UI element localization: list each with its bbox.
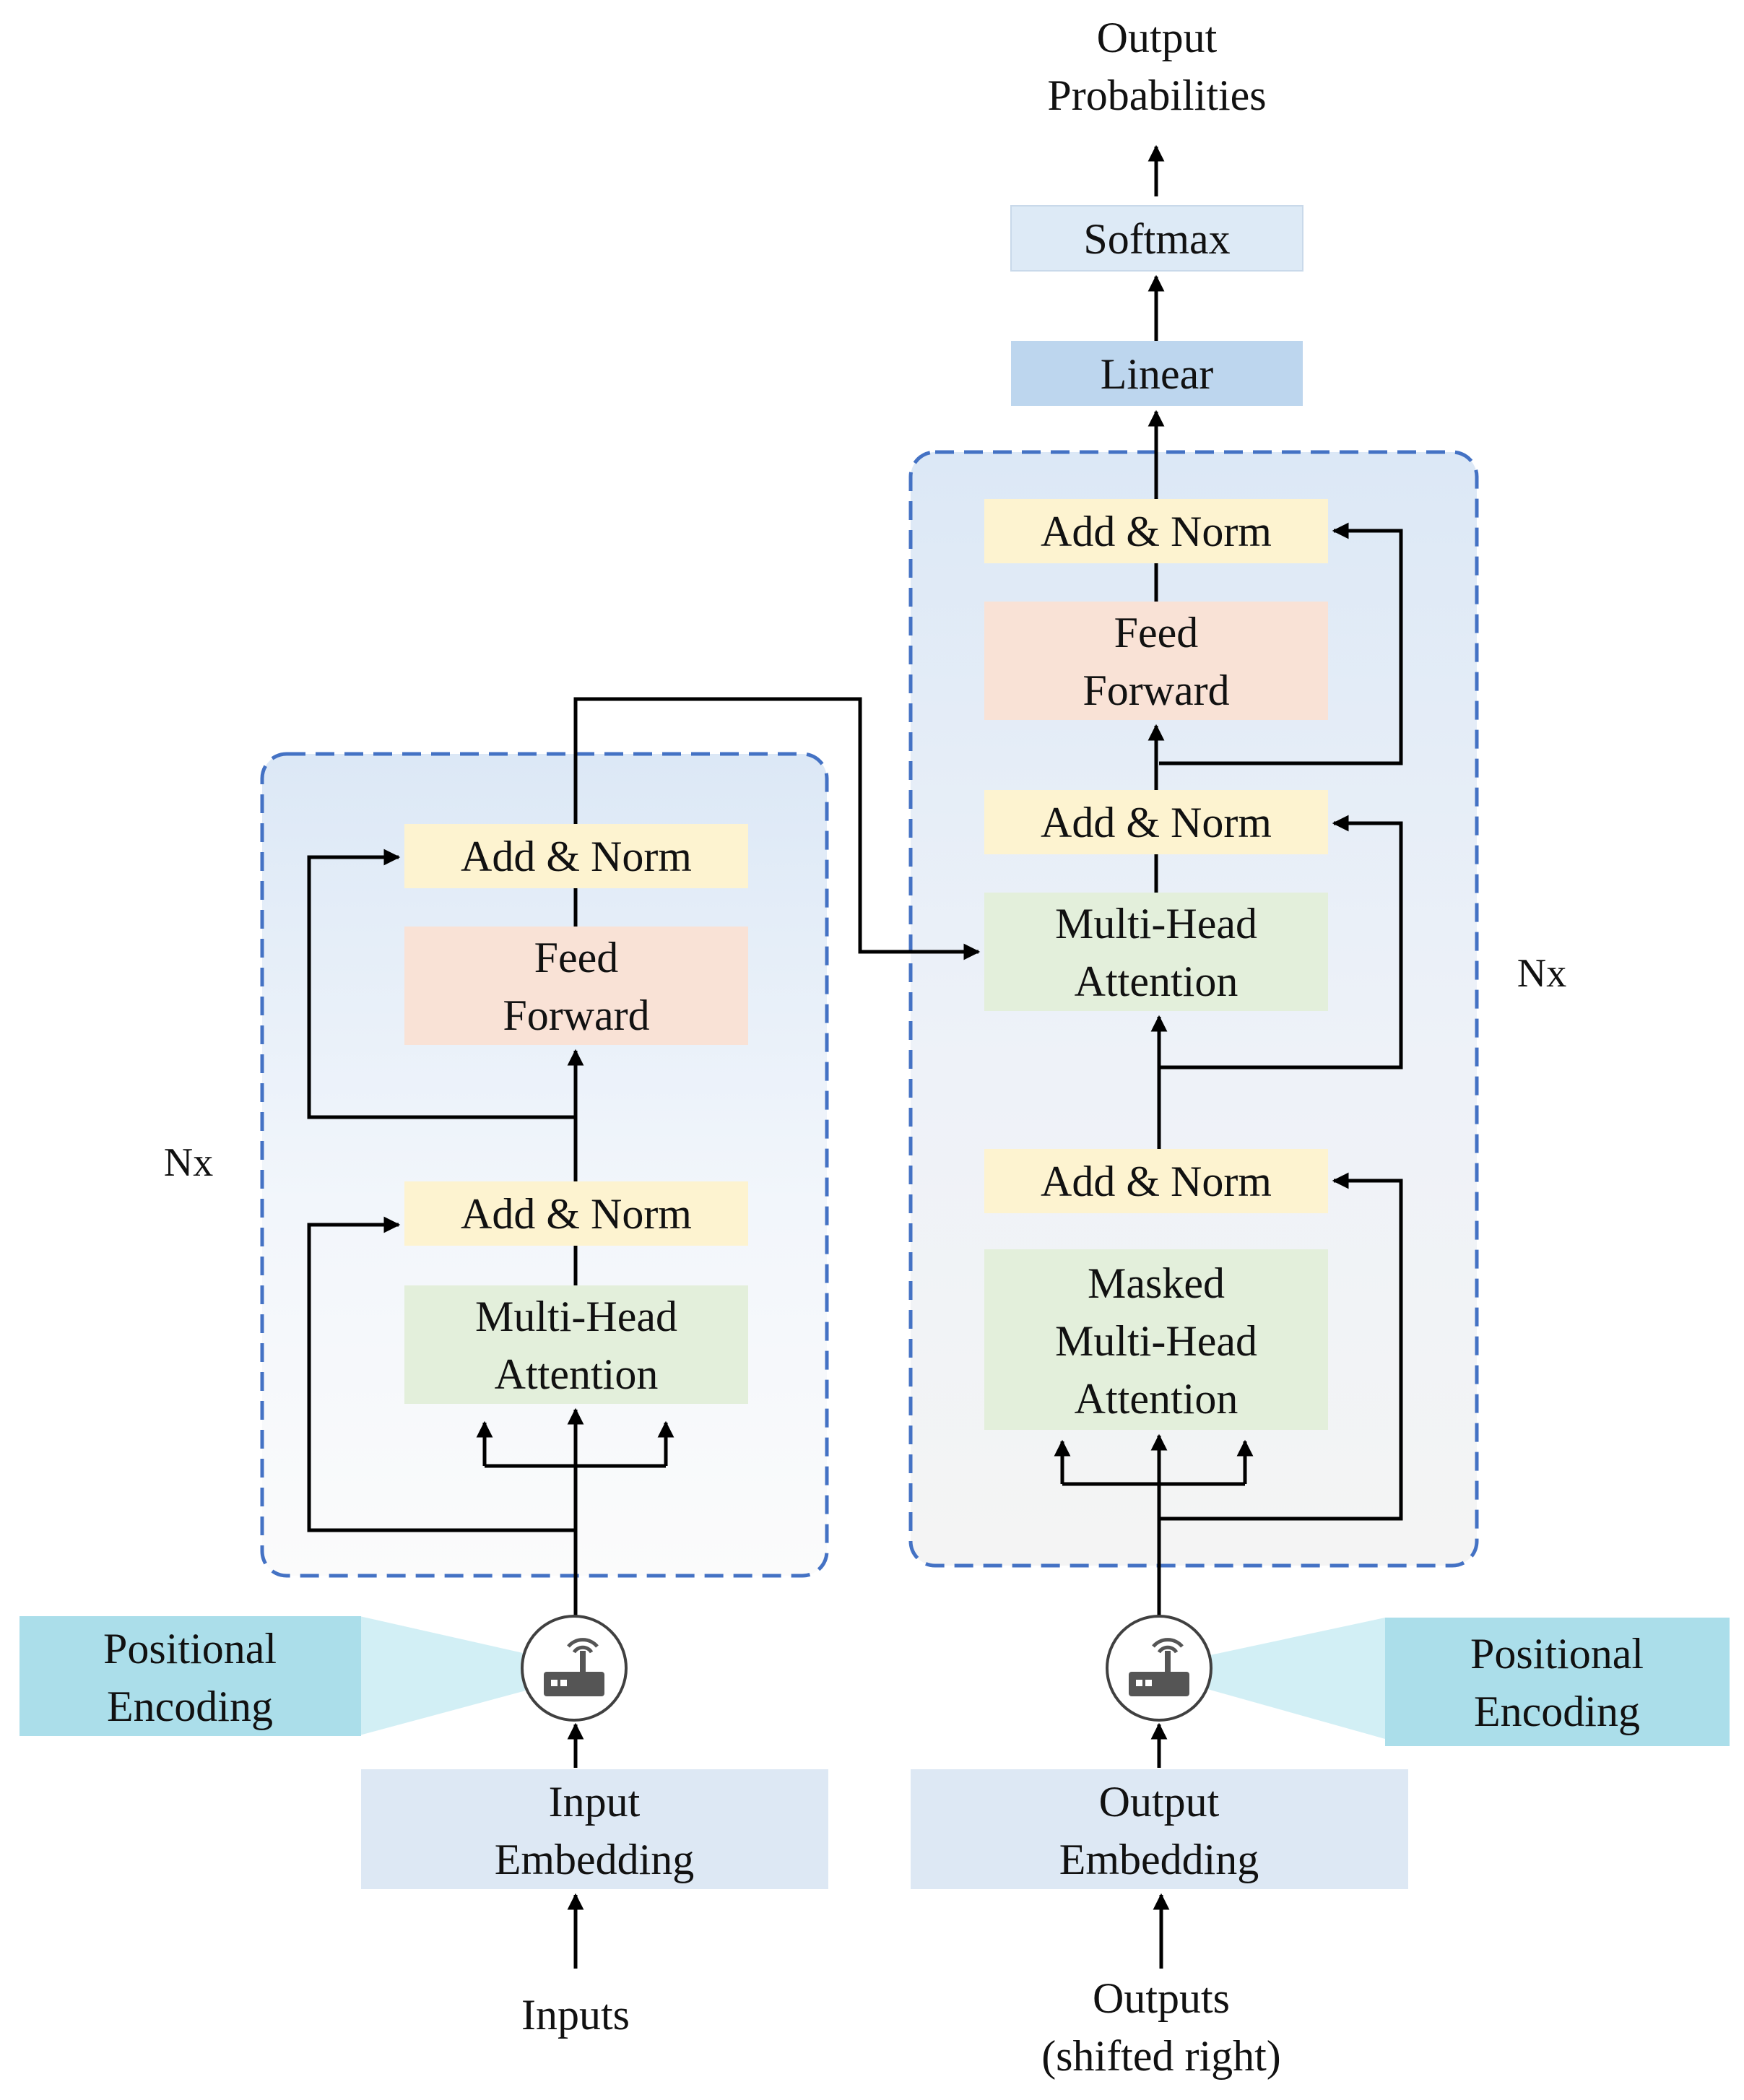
decoder-add-norm-middle-label: Add & Norm: [1041, 799, 1272, 846]
decoder-add-norm-middle: Add & Norm: [984, 790, 1328, 854]
router-icon: [1106, 1615, 1212, 1722]
encoder-feed-forward: Feed Forward: [404, 927, 748, 1045]
decoder-add-norm-bottom: Add & Norm: [984, 1149, 1328, 1213]
encoder-positional-encoding: Positional Encoding: [19, 1616, 361, 1736]
encoder-multi-head-attention: Multi-Head Attention: [404, 1285, 748, 1404]
output-embedding-label: Embedding: [1059, 1836, 1259, 1883]
input-embedding-label: Input: [549, 1778, 641, 1826]
residual-connector: [307, 1216, 576, 1532]
encoder-feed-forward-label: Forward: [503, 992, 649, 1039]
encoder-attention-label: Multi-Head: [475, 1293, 677, 1340]
outputs-label: (shifted right): [1041, 2032, 1281, 2080]
decoder-add-norm-top-label: Add & Norm: [1041, 508, 1272, 555]
residual-connector: [1159, 1172, 1403, 1521]
encoder-repeat-label: Nx: [164, 1140, 213, 1185]
decoder-positional-beam: [1166, 1618, 1385, 1739]
router-icon: [521, 1615, 628, 1722]
residual-connector: [1159, 522, 1403, 765]
encoder-attention-label: Attention: [495, 1350, 659, 1398]
output-embedding: Output Embedding: [911, 1769, 1408, 1889]
decoder-positional-encoding-label: Positional: [1470, 1630, 1644, 1678]
input-embedding-label: Embedding: [495, 1836, 695, 1883]
residual-connector: [307, 849, 576, 1119]
decoder-masked-multi-head-attention: Masked Multi-Head Attention: [984, 1249, 1328, 1430]
linear-layer: Linear: [1011, 341, 1303, 406]
decoder-add-norm-bottom-label: Add & Norm: [1041, 1158, 1272, 1205]
encoder-to-decoder-connector: [573, 697, 981, 960]
decoder-feed-forward-label: Forward: [1083, 667, 1229, 714]
residual-connector: [1159, 815, 1403, 1069]
encoder-positional-beam: [360, 1616, 574, 1735]
decoder-cross-attention-label: Multi-Head: [1055, 900, 1257, 947]
encoder-feed-forward-label: Feed: [534, 934, 619, 981]
output-probabilities-label: Output: [1097, 14, 1218, 61]
decoder-masked-attention-label: Masked: [1088, 1259, 1225, 1307]
decoder-positional-encoding: Positional Encoding: [1385, 1618, 1730, 1746]
softmax-layer: Softmax: [1010, 205, 1303, 272]
decoder-feed-forward: Feed Forward: [984, 602, 1328, 720]
encoder-positional-encoding-label: Positional: [103, 1625, 277, 1672]
decoder-masked-attention-label: Multi-Head: [1055, 1317, 1257, 1365]
output-embedding-label: Output: [1099, 1778, 1220, 1826]
encoder-positional-encoding-label: Encoding: [107, 1683, 273, 1730]
encoder-add-norm-top: Add & Norm: [404, 824, 748, 888]
encoder-add-norm-bottom-label: Add & Norm: [461, 1190, 692, 1238]
softmax-label: Softmax: [1083, 215, 1230, 263]
input-embedding: Input Embedding: [361, 1769, 828, 1889]
decoder-repeat-label: Nx: [1517, 951, 1566, 996]
decoder-multi-head-attention: Multi-Head Attention: [984, 893, 1328, 1011]
inputs-label: Inputs: [521, 1991, 630, 2039]
decoder-cross-attention-label: Attention: [1075, 958, 1238, 1005]
output-probabilities-label: Probabilities: [1047, 71, 1266, 119]
linear-label: Linear: [1101, 350, 1214, 398]
outputs-label: Outputs: [1093, 1974, 1230, 2022]
decoder-feed-forward-label: Feed: [1114, 609, 1199, 656]
decoder-add-norm-top: Add & Norm: [984, 499, 1328, 563]
encoder-add-norm-top-label: Add & Norm: [461, 833, 692, 880]
encoder-add-norm-bottom: Add & Norm: [404, 1181, 748, 1246]
decoder-positional-encoding-label: Encoding: [1474, 1688, 1640, 1735]
decoder-masked-attention-label: Attention: [1075, 1375, 1238, 1423]
